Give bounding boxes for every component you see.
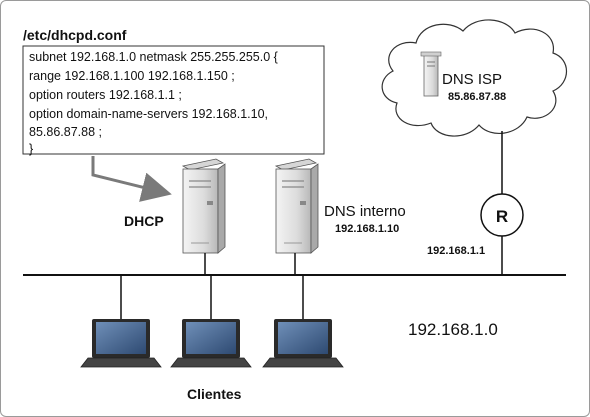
dns-internal-label: DNS interno: [324, 203, 406, 220]
dhcp-label: DHCP: [124, 213, 164, 229]
config-filename: /etc/dhcpd.conf: [23, 27, 127, 43]
dns-isp-server-icon: [420, 51, 442, 97]
router-label: R: [496, 207, 508, 226]
dns-internal-server-icon: [274, 158, 319, 254]
client-laptop-icon: [80, 319, 162, 368]
clients-label: Clientes: [187, 386, 242, 402]
config-line: 85.86.87.88 ;: [29, 125, 102, 139]
network-label: 192.168.1.0: [408, 320, 498, 339]
dns-isp-ip: 85.86.87.88: [448, 91, 506, 103]
client-laptop-icon: [262, 319, 344, 368]
config-box: [22, 45, 325, 155]
config-line: }: [29, 142, 33, 156]
dns-internal-ip: 192.168.1.10: [335, 223, 399, 235]
config-lines: subnet 192.168.1.0 netmask 255.255.255.0…: [29, 50, 278, 156]
internet-cloud: [381, 19, 568, 137]
config-line: option domain-name-servers 192.168.1.10,: [29, 107, 268, 121]
dns-isp-label: DNS ISP: [442, 71, 502, 88]
router-ip: 192.168.1.1: [427, 245, 485, 257]
dhcp-server-icon: [181, 158, 226, 254]
client-laptop-icon: [170, 319, 252, 368]
config-arrow: [91, 156, 172, 202]
config-line: option routers 192.168.1.1 ;: [29, 88, 182, 102]
config-line: range 192.168.1.100 192.168.1.150 ;: [29, 69, 235, 83]
config-line: subnet 192.168.1.0 netmask 255.255.255.0…: [29, 50, 278, 64]
